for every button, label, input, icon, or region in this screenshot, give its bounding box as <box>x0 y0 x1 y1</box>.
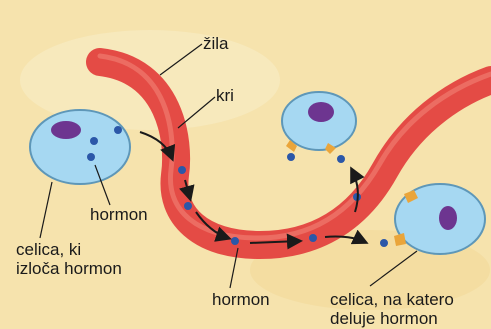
secreting-cell-nucleus <box>51 121 81 139</box>
bound-hormone <box>287 153 295 161</box>
label-blood: kri <box>216 86 234 105</box>
label-target-cell-line2: deluje hormon <box>330 309 454 328</box>
target-cell-nucleus <box>439 206 457 230</box>
secreting-cell <box>30 110 130 184</box>
label-secreting-cell: celica, ki izloča hormon <box>16 240 122 278</box>
label-vessel: žila <box>203 34 229 53</box>
hormone-particle <box>87 153 95 161</box>
label-secreting-cell-line1: celica, ki <box>16 240 122 259</box>
hormone-particle <box>184 202 192 210</box>
hormone-particle <box>178 166 186 174</box>
hormone-particle <box>309 234 317 242</box>
bound-hormone <box>380 239 388 247</box>
label-hormone-in-vessel: hormon <box>212 290 270 309</box>
hormone-particle <box>231 237 239 245</box>
label-hormone-near-cell: hormon <box>90 205 148 224</box>
label-target-cell: celica, na katero deluje hormon <box>330 290 454 328</box>
target-cell-nucleus <box>308 102 334 122</box>
label-secreting-cell-line2: izloča hormon <box>16 259 122 278</box>
hormone-particle <box>90 137 98 145</box>
bound-hormone <box>337 155 345 163</box>
hormone-particle <box>114 126 122 134</box>
label-target-cell-line1: celica, na katero <box>330 290 454 309</box>
